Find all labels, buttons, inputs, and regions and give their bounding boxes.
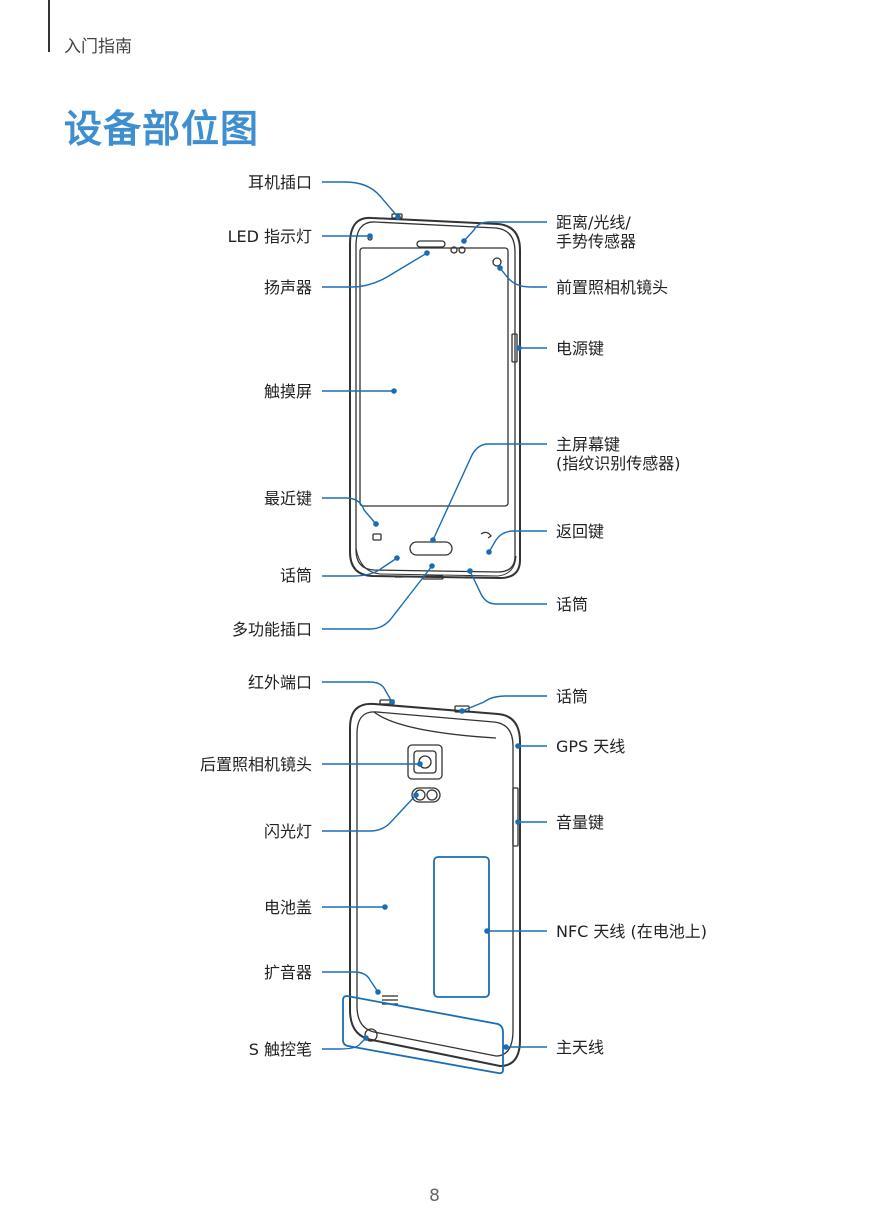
label-rear-microphone: 话筒 xyxy=(556,687,589,706)
rear-phone-illustration xyxy=(342,699,521,1075)
label-multipurpose-jack: 多功能插口 xyxy=(231,620,312,639)
label-power-key: 电源键 xyxy=(556,339,605,358)
label-front-camera: 前置照相机镜头 xyxy=(556,278,669,297)
section-title: 入门指南 xyxy=(64,37,132,57)
label-back-key: 返回键 xyxy=(556,522,605,541)
label-proximity-sensor-line2: 手势传感器 xyxy=(556,232,637,251)
label-flash: 闪光灯 xyxy=(263,822,312,841)
label-proximity-sensor-line1: 距离/光线/ xyxy=(556,213,631,232)
label-front-microphone-right: 话筒 xyxy=(556,595,589,614)
front-phone-illustration xyxy=(349,213,521,580)
label-loudspeaker: 扩音器 xyxy=(263,963,312,982)
label-s-pen: S 触控笔 xyxy=(248,1040,312,1059)
label-home-key-line2: (指纹识别传感器) xyxy=(556,454,681,473)
section-bar xyxy=(48,0,50,52)
label-rear-camera: 后置照相机镜头 xyxy=(199,755,312,774)
label-main-antenna: 主天线 xyxy=(556,1038,605,1057)
leader-lines xyxy=(322,181,547,1050)
leader-dots xyxy=(363,214,522,1050)
label-gps-antenna: GPS 天线 xyxy=(556,737,626,756)
page-number: 8 xyxy=(429,1186,440,1206)
label-headset-jack: 耳机插口 xyxy=(247,173,312,192)
label-speaker: 扬声器 xyxy=(263,278,312,297)
label-led-indicator: LED 指示灯 xyxy=(227,227,312,246)
label-front-microphone-left: 话筒 xyxy=(279,566,312,585)
label-touchscreen: 触摸屏 xyxy=(263,382,312,401)
label-proximity-sensor: 距离/光线/ 手势传感器 xyxy=(556,213,636,251)
label-volume-key: 音量键 xyxy=(556,813,605,832)
label-battery-cover: 电池盖 xyxy=(263,898,312,917)
page-title: 设备部位图 xyxy=(64,107,260,151)
label-ir-port: 红外端口 xyxy=(247,673,312,692)
label-nfc-antenna: NFC 天线 (在电池上) xyxy=(556,922,708,941)
label-home-key: 主屏幕键 (指纹识别传感器) xyxy=(556,435,681,473)
label-home-key-line1: 主屏幕键 xyxy=(556,435,621,454)
label-recent-apps-key: 最近键 xyxy=(263,489,312,508)
